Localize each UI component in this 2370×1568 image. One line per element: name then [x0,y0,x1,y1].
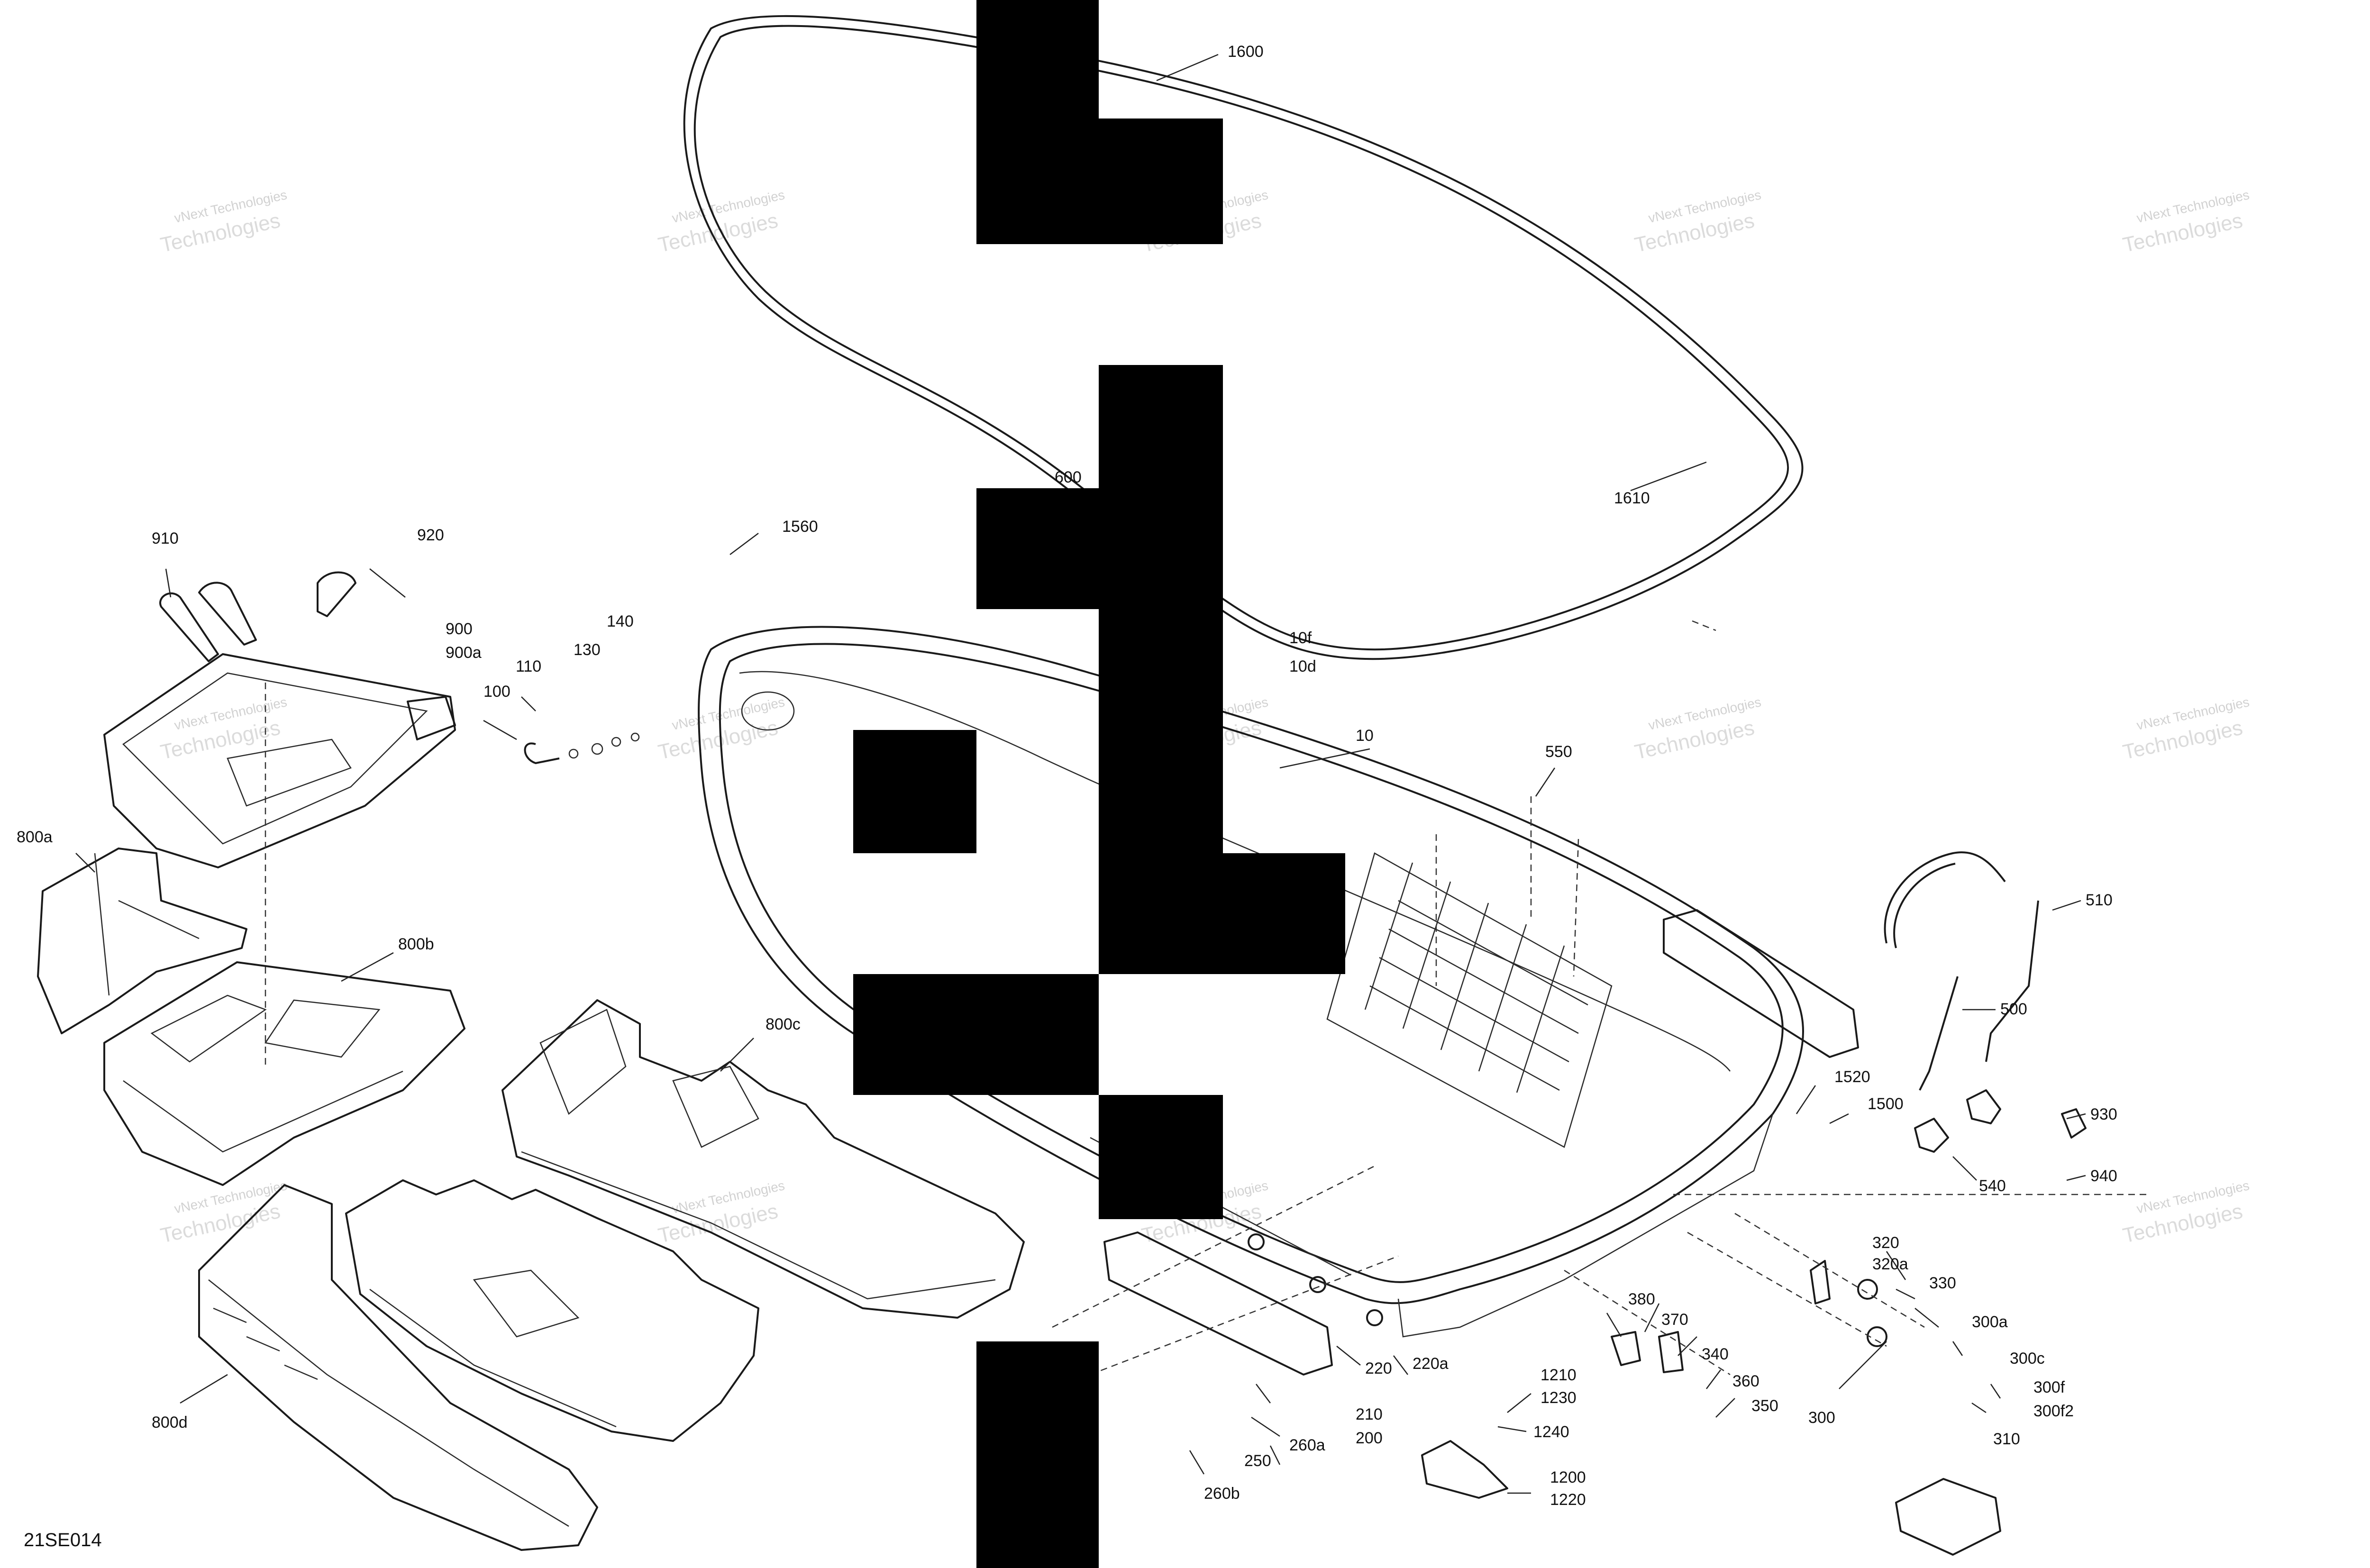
callout-labels: 1600 1610 600 1560 910 920 900 900a 110 … [17,43,2117,1509]
callout-label: 1200 [1550,1468,1586,1486]
redaction-block [1099,1095,1223,1219]
seat-gasket-part [683,15,1804,660]
callout-label: 310 [1993,1430,2020,1448]
callout-label: 130 [574,641,601,659]
callout-label: 540 [1979,1177,2006,1195]
callout-label: 900 [446,620,473,638]
redaction-block [976,488,1223,609]
callout-label: 1610 [1614,489,1650,507]
callout-label: 220a [1413,1355,1449,1373]
front-storage-bin-part [103,653,456,868]
callout-label: 350 [1751,1397,1778,1415]
callout-label: 220 [1365,1359,1392,1377]
redaction-block [1099,365,1223,488]
callout-label: 10f [1289,629,1312,647]
foam-block-800c [501,999,1025,1319]
callout-label: 1560 [782,518,818,536]
callout-label: 300a [1972,1313,2008,1331]
callout-label: 800a [17,828,53,846]
callout-label: 510 [2086,891,2113,909]
callout-label: 200 [1356,1429,1383,1447]
callout-label: 930 [2090,1105,2117,1123]
callout-label: 370 [1661,1311,1688,1329]
callout-label: 920 [417,526,444,544]
callout-label: 360 [1732,1372,1759,1390]
bolt-assembly-part [524,732,640,764]
callout-label: 260b [1204,1485,1240,1503]
handle-part [159,571,356,662]
foam-block-800d-left [198,1184,598,1551]
callout-label: 300 [1808,1409,1835,1427]
callout-label: 140 [607,612,634,630]
cover-plate-part [1421,1440,2001,1556]
callout-label: 550 [1545,743,1572,761]
redaction-block [976,0,1099,119]
callout-label: 10 [1356,727,1374,745]
callout-label: 300c [2010,1349,2045,1367]
callout-label: 940 [2090,1167,2117,1185]
redaction-block [1099,853,1345,974]
leader-lines [75,54,2086,1494]
redaction-block [976,1341,1099,1568]
hose-part [1884,851,2039,1091]
side-deflector-part [1103,909,1859,1376]
small-fitting-part [1248,1089,2087,1373]
callout-label: 320 [1872,1234,1899,1252]
callout-label: 600 [1055,468,1082,486]
foam-block-800a [37,848,247,1034]
callout-label: 910 [152,529,179,547]
callout-label: 1520 [1834,1068,1870,1086]
callout-label: 320a [1872,1255,1908,1273]
foam-block-800b [103,961,465,1186]
callout-label: 500 [2000,1000,2027,1018]
redaction-block [1099,609,1223,853]
callout-label: 210 [1356,1405,1383,1423]
callout-label: 800b [398,935,434,953]
callout-label: 260a [1289,1436,1325,1454]
redaction-block [853,974,1099,1095]
callout-label: 100 [483,683,510,701]
callout-label: 800c [766,1015,801,1033]
callout-label: 900a [446,644,482,662]
callout-label: 1220 [1550,1491,1586,1509]
callout-label: 1240 [1533,1423,1569,1441]
foam-block-800d-center [345,1179,759,1442]
redaction-block [853,730,976,853]
assembly-lines [264,620,2147,1376]
callout-label: 300f [2033,1378,2065,1396]
callout-label: 250 [1244,1452,1271,1470]
callout-label: 1500 [1868,1095,1904,1113]
callout-label: 380 [1628,1290,1655,1308]
callout-label: 110 [516,657,541,675]
figure-code: 21SE014 [24,1530,102,1550]
callout-label: 300f2 [2033,1402,2074,1420]
redaction-block [976,119,1223,244]
callout-label: 330 [1929,1274,1956,1292]
callout-label: 800d [152,1413,188,1431]
callout-label: 10d [1289,657,1316,675]
callout-label: 1600 [1228,43,1264,61]
callout-label: 1210 [1540,1366,1577,1384]
callout-label: 1230 [1540,1389,1577,1407]
redaction-blocks [853,0,1345,1568]
callout-label: 340 [1702,1345,1729,1363]
